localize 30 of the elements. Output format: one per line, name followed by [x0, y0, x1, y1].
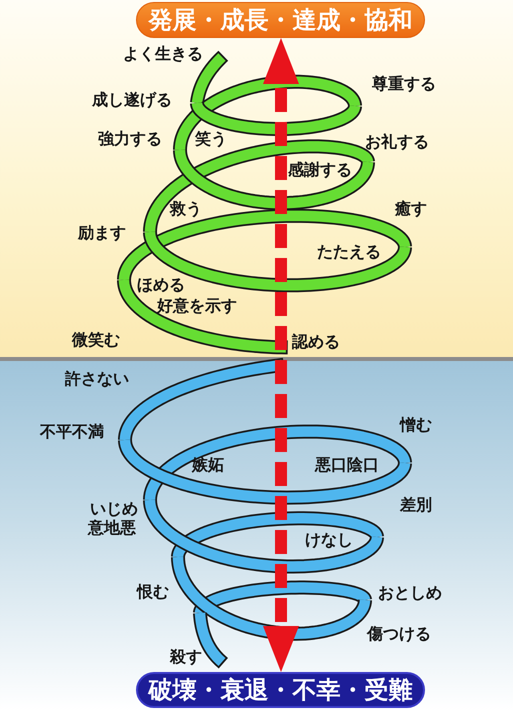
word-label: 憎む: [400, 416, 432, 434]
double-arrow: [263, 38, 299, 672]
word-label: 笑う: [195, 130, 227, 148]
word-label: 不平不満: [40, 423, 104, 441]
word-label: 尊重する: [372, 75, 436, 93]
word-label: 恨む: [137, 583, 169, 601]
banner: 破壊・衰退・不幸・受難: [136, 672, 425, 708]
word-label: 認める: [292, 333, 340, 351]
word-label: 救う: [170, 200, 202, 218]
word-label: お礼する: [365, 133, 429, 151]
word-label: おとしめ: [378, 584, 442, 602]
word-label: ほめる: [137, 276, 185, 294]
word-label: 好意を示す: [157, 297, 237, 315]
word-label: 癒す: [395, 200, 427, 218]
word-label: 成し遂げる: [92, 91, 172, 109]
word-label: 微笑む: [72, 331, 120, 349]
word-label: 強力する: [98, 130, 162, 148]
banner: 発展・成長・達成・協和: [136, 2, 425, 38]
word-label: 励ます: [78, 224, 126, 242]
word-label: よく生きる: [123, 45, 203, 63]
word-label: 傷つける: [367, 625, 431, 643]
word-label: けなし: [305, 531, 353, 549]
word-label: 嫉妬: [192, 456, 224, 474]
word-label: たたえる: [317, 243, 381, 261]
word-label: 悪口陰口: [315, 456, 379, 474]
word-label: いじめ: [90, 500, 138, 518]
word-label: 意地悪: [88, 519, 136, 537]
word-label: 感謝する: [288, 161, 352, 179]
word-label: 差別: [400, 496, 432, 514]
word-label: 許さない: [65, 370, 129, 388]
